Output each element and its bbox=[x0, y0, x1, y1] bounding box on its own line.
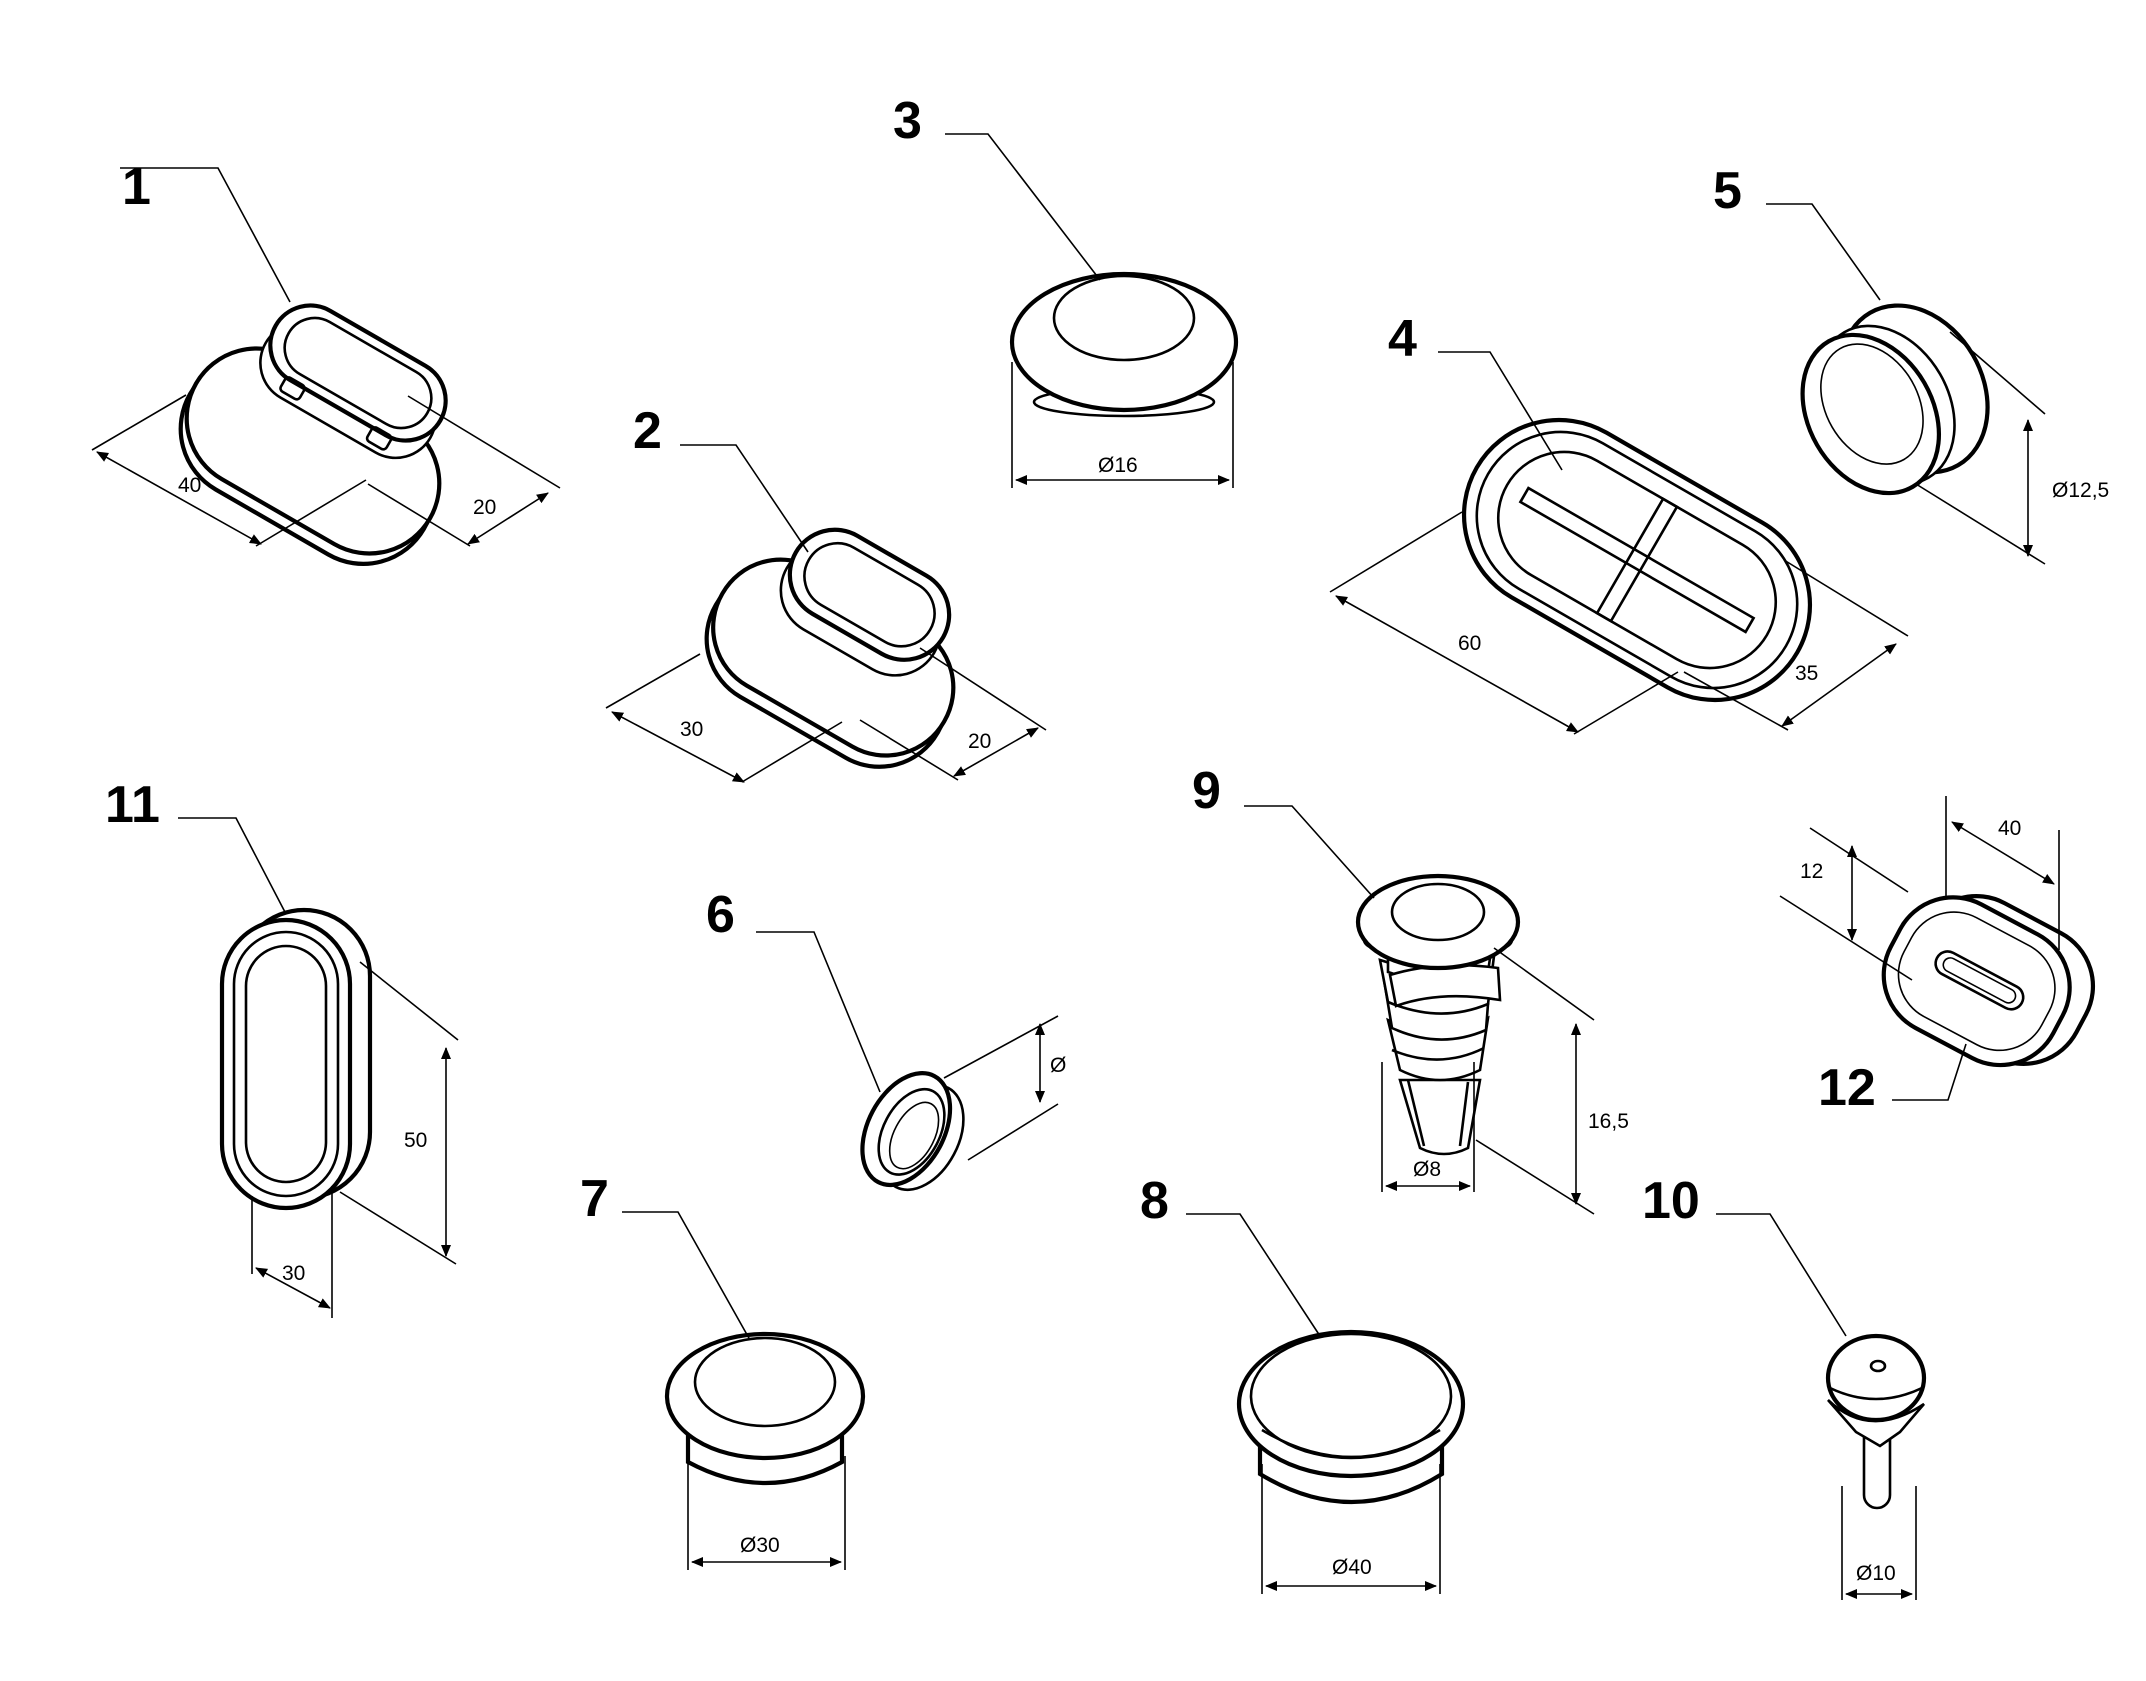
part-7: 7 Ø30 bbox=[580, 1170, 866, 1570]
part-3-leader bbox=[945, 133, 1101, 281]
part-9-dim-height: 16,5 bbox=[1475, 947, 1629, 1215]
part-6-leader bbox=[756, 931, 881, 1093]
part-3-drawing bbox=[1009, 271, 1239, 418]
part-5-number: 5 bbox=[1713, 162, 1742, 220]
part-9-dim-diameter-label: Ø8 bbox=[1413, 1158, 1441, 1181]
part-11-drawing bbox=[219, 907, 373, 1211]
part-1-dim-length: 40 bbox=[91, 394, 367, 547]
part-9-dim-height-label: 16,5 bbox=[1588, 1110, 1629, 1133]
part-3-dim-diameter-label: Ø16 bbox=[1098, 454, 1138, 477]
part-7-leader bbox=[622, 1211, 751, 1341]
part-12-dim-length: 40 bbox=[1945, 796, 2060, 950]
part-1-leader bbox=[120, 167, 291, 303]
part-4-dim-width: 35 bbox=[1683, 559, 1909, 731]
part-4-dim-width-label: 35 bbox=[1795, 662, 1818, 685]
part-12-dim-height-label: 12 bbox=[1800, 860, 1823, 883]
part-8: 8 Ø40 bbox=[1140, 1172, 1466, 1594]
part-12-number: 12 bbox=[1818, 1059, 1876, 1117]
part-10-dim-diameter-label: Ø10 bbox=[1856, 1562, 1896, 1585]
part-4: 4 60 35 bbox=[1329, 310, 1909, 735]
part-2-dim-width: 20 bbox=[859, 647, 1047, 781]
part-1-dim-width: 20 bbox=[367, 395, 561, 547]
part-10-drawing bbox=[1825, 1333, 1927, 1510]
part-6-dim-diameter: Ø bbox=[943, 1015, 1066, 1161]
part-4-dim-length: 60 bbox=[1329, 511, 1679, 735]
part-2-leader bbox=[680, 444, 809, 553]
part-11: 11 50 30 bbox=[105, 776, 459, 1318]
part-4-number: 4 bbox=[1388, 310, 1417, 368]
part-6: 6 Ø bbox=[706, 886, 1066, 1192]
part-2: 2 30 20 bbox=[605, 402, 1047, 783]
part-9-number: 9 bbox=[1192, 762, 1221, 820]
part-10-leader bbox=[1716, 1213, 1847, 1337]
part-12: 12 40 12 bbox=[1779, 796, 2096, 1117]
part-2-drawing bbox=[704, 527, 956, 769]
part-7-number: 7 bbox=[580, 1170, 609, 1228]
part-11-dim-width-label: 30 bbox=[282, 1262, 305, 1285]
part-11-leader bbox=[178, 817, 287, 915]
part-2-dim-length-label: 30 bbox=[680, 718, 703, 741]
part-2-dim-length: 30 bbox=[605, 653, 843, 783]
part-5-dim-diameter: Ø12,5 bbox=[1915, 331, 2109, 565]
part-8-dim-diameter: Ø40 bbox=[1261, 1464, 1441, 1594]
part-10: 10 Ø10 bbox=[1642, 1172, 1927, 1600]
part-10-dim-diameter: Ø10 bbox=[1841, 1486, 1917, 1600]
part-1-drawing bbox=[178, 303, 448, 566]
part-6-drawing bbox=[860, 1071, 965, 1192]
part-7-drawing bbox=[664, 1331, 866, 1485]
part-1-dim-length-label: 40 bbox=[178, 474, 201, 497]
part-8-drawing bbox=[1236, 1329, 1466, 1504]
part-3: 3 Ø16 bbox=[893, 92, 1239, 488]
part-6-number: 6 bbox=[706, 886, 735, 944]
part-5: 5 Ø12,5 bbox=[1713, 162, 2109, 565]
part-11-dim-length: 50 bbox=[339, 961, 459, 1265]
part-1: 1 40 20 bbox=[91, 158, 561, 566]
part-11-number: 11 bbox=[105, 776, 160, 834]
part-8-dim-diameter-label: Ø40 bbox=[1332, 1556, 1372, 1579]
part-11-dim-width: 30 bbox=[251, 1186, 333, 1318]
part-9-dim-diameter: Ø8 bbox=[1381, 1062, 1475, 1192]
part-5-dim-diameter-label: Ø12,5 bbox=[2052, 479, 2109, 502]
part-1-number: 1 bbox=[122, 158, 151, 216]
part-1-dim-width-label: 20 bbox=[473, 496, 496, 519]
part-7-dim-diameter: Ø30 bbox=[687, 1456, 846, 1570]
part-8-leader bbox=[1186, 1213, 1321, 1337]
part-12-leader bbox=[1892, 1043, 1967, 1101]
part-4-drawing bbox=[1461, 417, 1813, 703]
part-9-leader bbox=[1244, 805, 1375, 899]
part-11-dim-length-label: 50 bbox=[404, 1129, 427, 1152]
part-2-number: 2 bbox=[633, 402, 662, 460]
part-2-dim-width-label: 20 bbox=[968, 730, 991, 753]
part-7-dim-diameter-label: Ø30 bbox=[740, 1534, 780, 1557]
part-10-number: 10 bbox=[1642, 1172, 1700, 1230]
part-5-leader bbox=[1766, 203, 1881, 301]
part-4-leader bbox=[1438, 351, 1563, 471]
part-3-number: 3 bbox=[893, 92, 922, 150]
part-9-drawing bbox=[1355, 873, 1521, 1156]
part-3-dim-diameter: Ø16 bbox=[1011, 362, 1234, 488]
part-12-drawing bbox=[1881, 894, 2096, 1068]
part-9: 9 16,5 Ø8 bbox=[1192, 762, 1629, 1215]
part-12-dim-length-label: 40 bbox=[1998, 817, 2021, 840]
part-6-dim-diameter-label: Ø bbox=[1050, 1054, 1066, 1077]
part-8-number: 8 bbox=[1140, 1172, 1169, 1230]
part-5-drawing bbox=[1800, 303, 1990, 496]
part-12-dim-height: 12 bbox=[1779, 827, 1913, 981]
part-4-dim-length-label: 60 bbox=[1458, 632, 1481, 655]
